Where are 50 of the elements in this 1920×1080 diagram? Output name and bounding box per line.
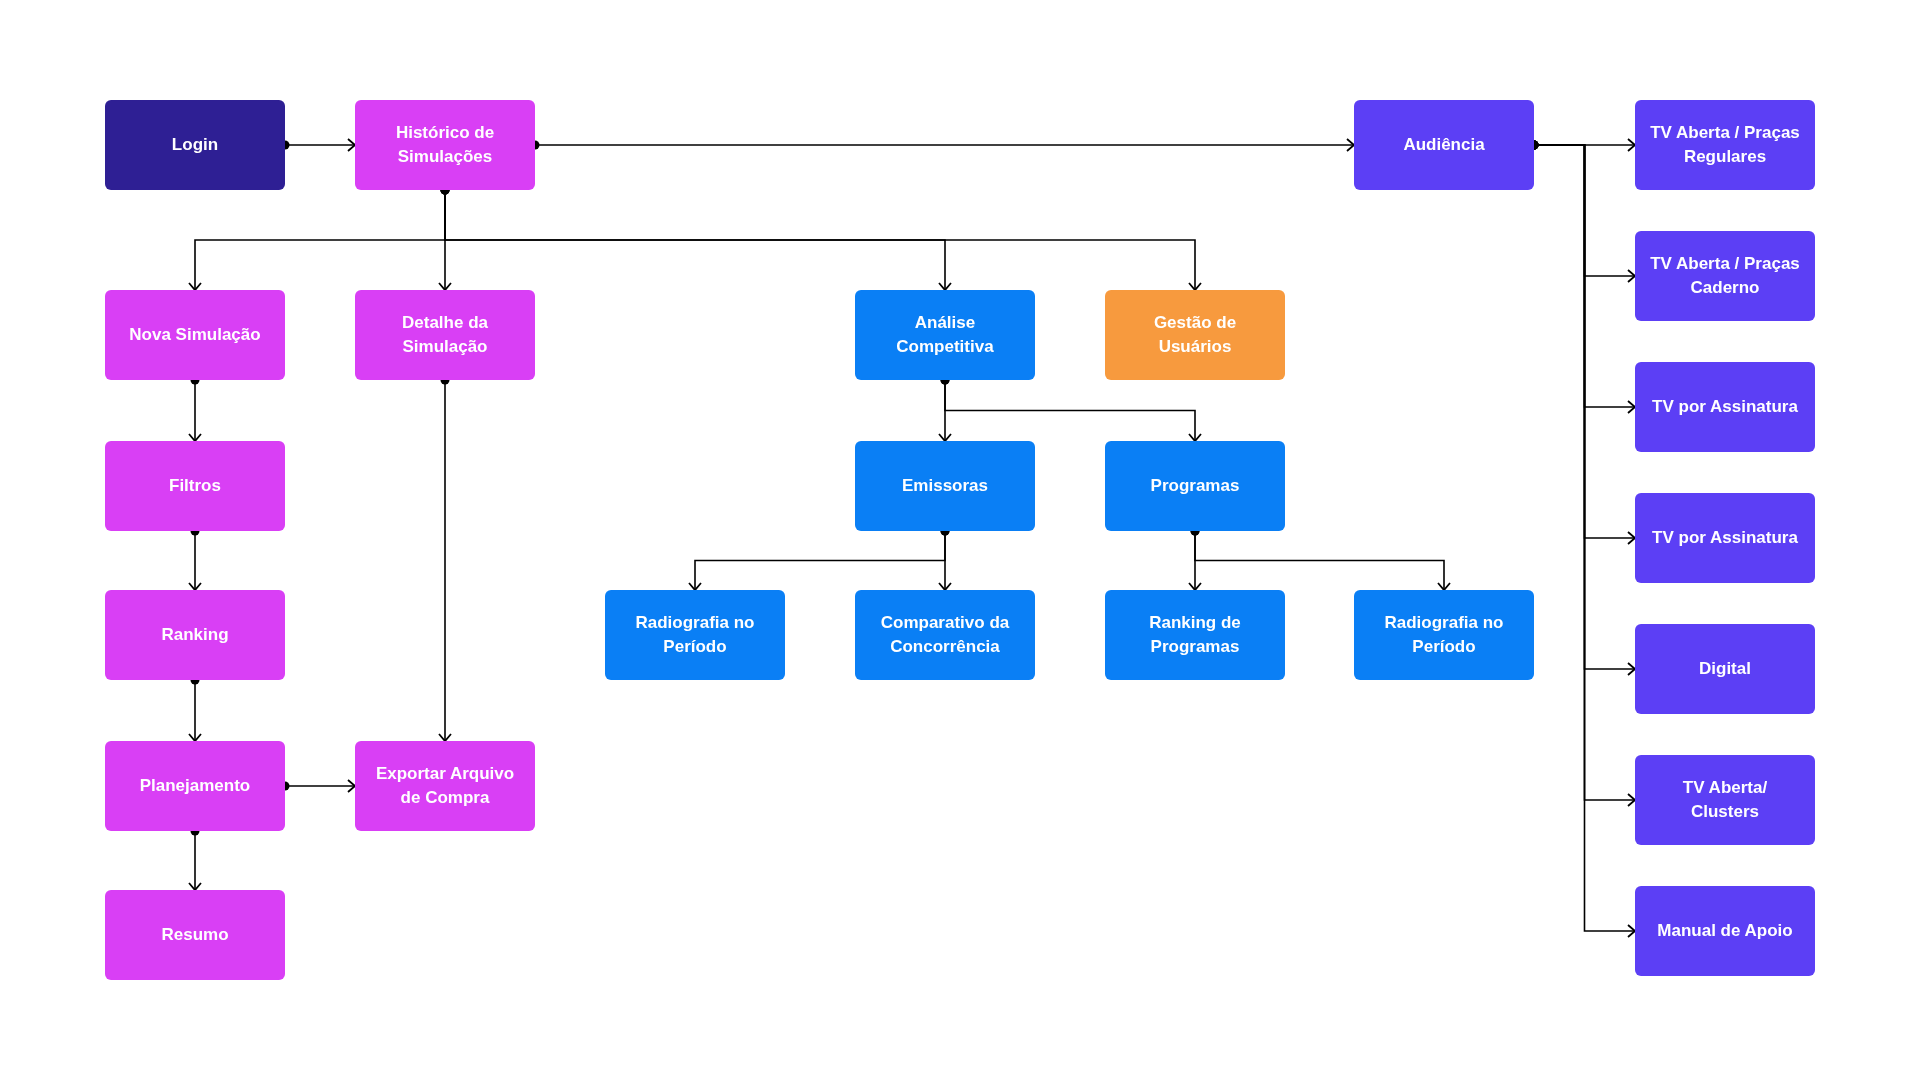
process-box (855, 590, 1035, 680)
process-box (355, 741, 535, 831)
process-box (1635, 624, 1815, 714)
box-label: Radiografia no Período (1383, 612, 1505, 658)
process-box (105, 100, 285, 190)
process-box (1105, 441, 1285, 531)
box-label: Comparativo da Concorrência (879, 612, 1011, 658)
box-label: Ranking de Programas (1148, 612, 1242, 658)
box-label: TV por Assinatura (1652, 527, 1798, 549)
box-label: Digital (1699, 658, 1751, 680)
box-label: Resumo (161, 924, 229, 946)
box-label: TV Aberta/ Clusters (1681, 777, 1769, 823)
box-label: Login (171, 134, 219, 156)
process-box (105, 441, 285, 531)
process-box (1354, 590, 1534, 680)
box-label: Programas (1150, 475, 1240, 497)
process-box (855, 441, 1035, 531)
process-box (855, 290, 1035, 380)
process-box (1105, 590, 1285, 680)
process-box (1635, 755, 1815, 845)
process-box (605, 590, 785, 680)
box-label: TV Aberta / Praças Regulares (1649, 122, 1801, 168)
process-box (105, 890, 285, 980)
box-label: TV Aberta / Praças Caderno (1649, 253, 1801, 299)
process-box (1105, 290, 1285, 380)
box-label: Manual de Apoio (1657, 920, 1793, 942)
box-label: Detalhe da Simulação (401, 312, 489, 358)
box-label: Exportar Arquivo de Compra (374, 763, 516, 809)
box-label: Nova Simulação (129, 324, 261, 346)
box-label: Radiografia no Período (634, 612, 756, 658)
box-label: TV por Assinatura (1652, 396, 1798, 418)
process-box (105, 741, 285, 831)
process-box (355, 100, 535, 190)
process-box (1635, 362, 1815, 452)
process-box (1635, 493, 1815, 583)
process-box (105, 290, 285, 380)
box-label: Emissoras (902, 475, 988, 497)
process-box (355, 290, 535, 380)
box-label: Histórico de Simulações (394, 122, 496, 168)
box-label: Audiência (1403, 134, 1485, 156)
box-label: Análise Competitiva (895, 312, 995, 358)
process-box (1635, 886, 1815, 976)
box-label: Filtros (169, 475, 221, 497)
process-box (1354, 100, 1534, 190)
box-label: Ranking (161, 624, 229, 646)
process-box (105, 590, 285, 680)
process-box (1635, 100, 1815, 190)
box-label: Gestão de Usuários (1152, 312, 1238, 358)
box-label: Planejamento (139, 775, 251, 797)
process-box (1635, 231, 1815, 321)
